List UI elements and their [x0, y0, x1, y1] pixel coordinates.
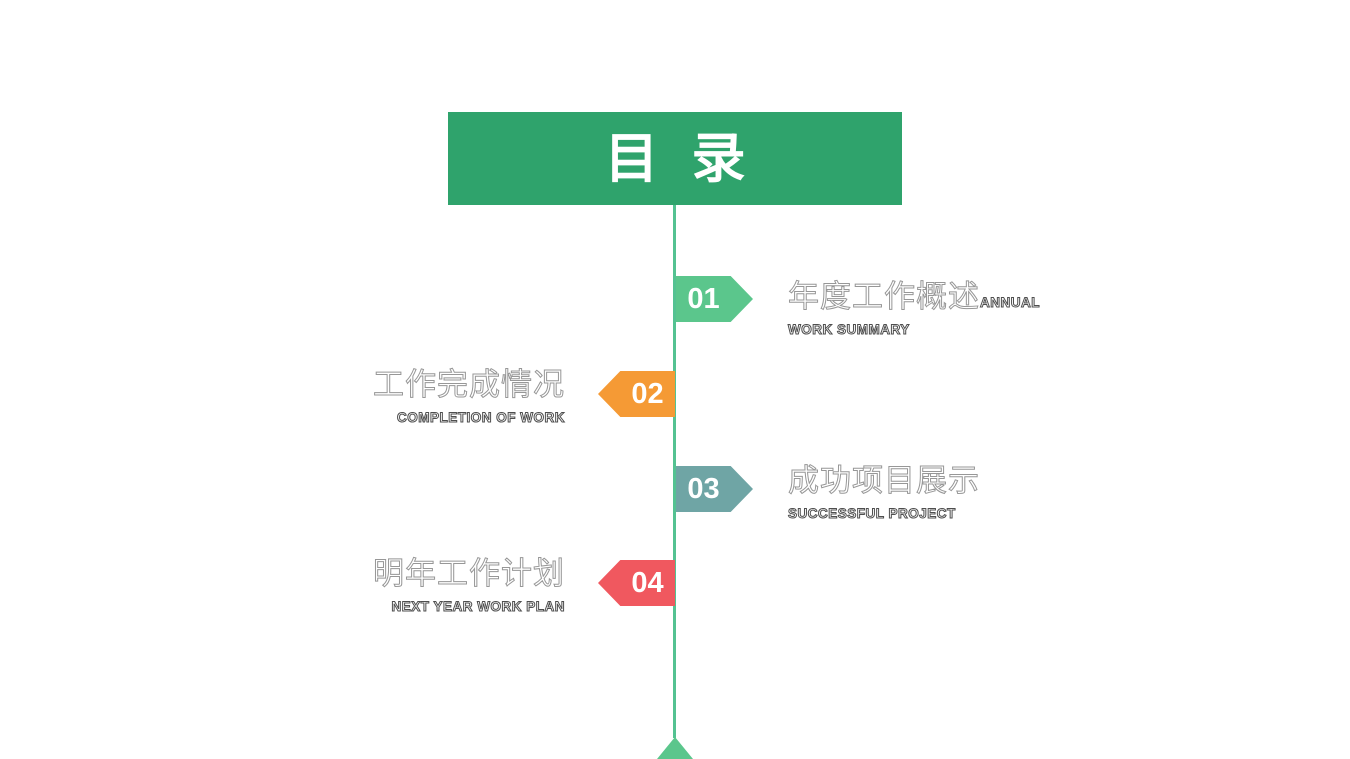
item-01-text: 年度工作概述ANNUAL WORK SUMMARY	[788, 279, 1041, 338]
header-bar: 目 录	[448, 112, 902, 205]
page-title: 目 录	[604, 128, 746, 189]
timeline-line	[673, 205, 676, 738]
item-01-arrow-badge: 01	[676, 276, 753, 322]
item-02-subtitle-en: COMPLETION OF WORK	[397, 410, 566, 426]
item-04-title-zh: 明年工作计划	[373, 556, 565, 591]
item-02-title-zh: 工作完成情况	[373, 367, 565, 402]
item-03-title-zh: 成功项目展示	[788, 463, 980, 498]
item-02-text: 工作完成情况 COMPLETION OF WORK	[373, 367, 566, 426]
item-03-subtitle-en: SUCCESSFUL PROJECT	[788, 506, 956, 522]
item-03-text: 成功项目展示 SUCCESSFUL PROJECT	[788, 463, 980, 522]
timeline-end-triangle-icon	[657, 737, 693, 759]
item-03-arrow-badge: 03	[676, 466, 753, 512]
item-04-text: 明年工作计划 NEXT YEAR WORK PLAN	[373, 556, 566, 615]
item-04-arrow-badge: 04	[598, 560, 675, 606]
item-04-number: 04	[631, 566, 664, 599]
item-01-subtitle-inline: ANNUAL	[980, 295, 1041, 311]
item-02-arrow-badge: 02	[598, 371, 675, 417]
item-03-number: 03	[687, 472, 720, 505]
item-01-title-zh: 年度工作概述	[788, 279, 980, 314]
item-01-number: 01	[687, 282, 720, 315]
item-04-subtitle-en: NEXT YEAR WORK PLAN	[391, 599, 565, 615]
item-01-subtitle-en: WORK SUMMARY	[788, 322, 910, 338]
item-02-number: 02	[631, 377, 664, 410]
